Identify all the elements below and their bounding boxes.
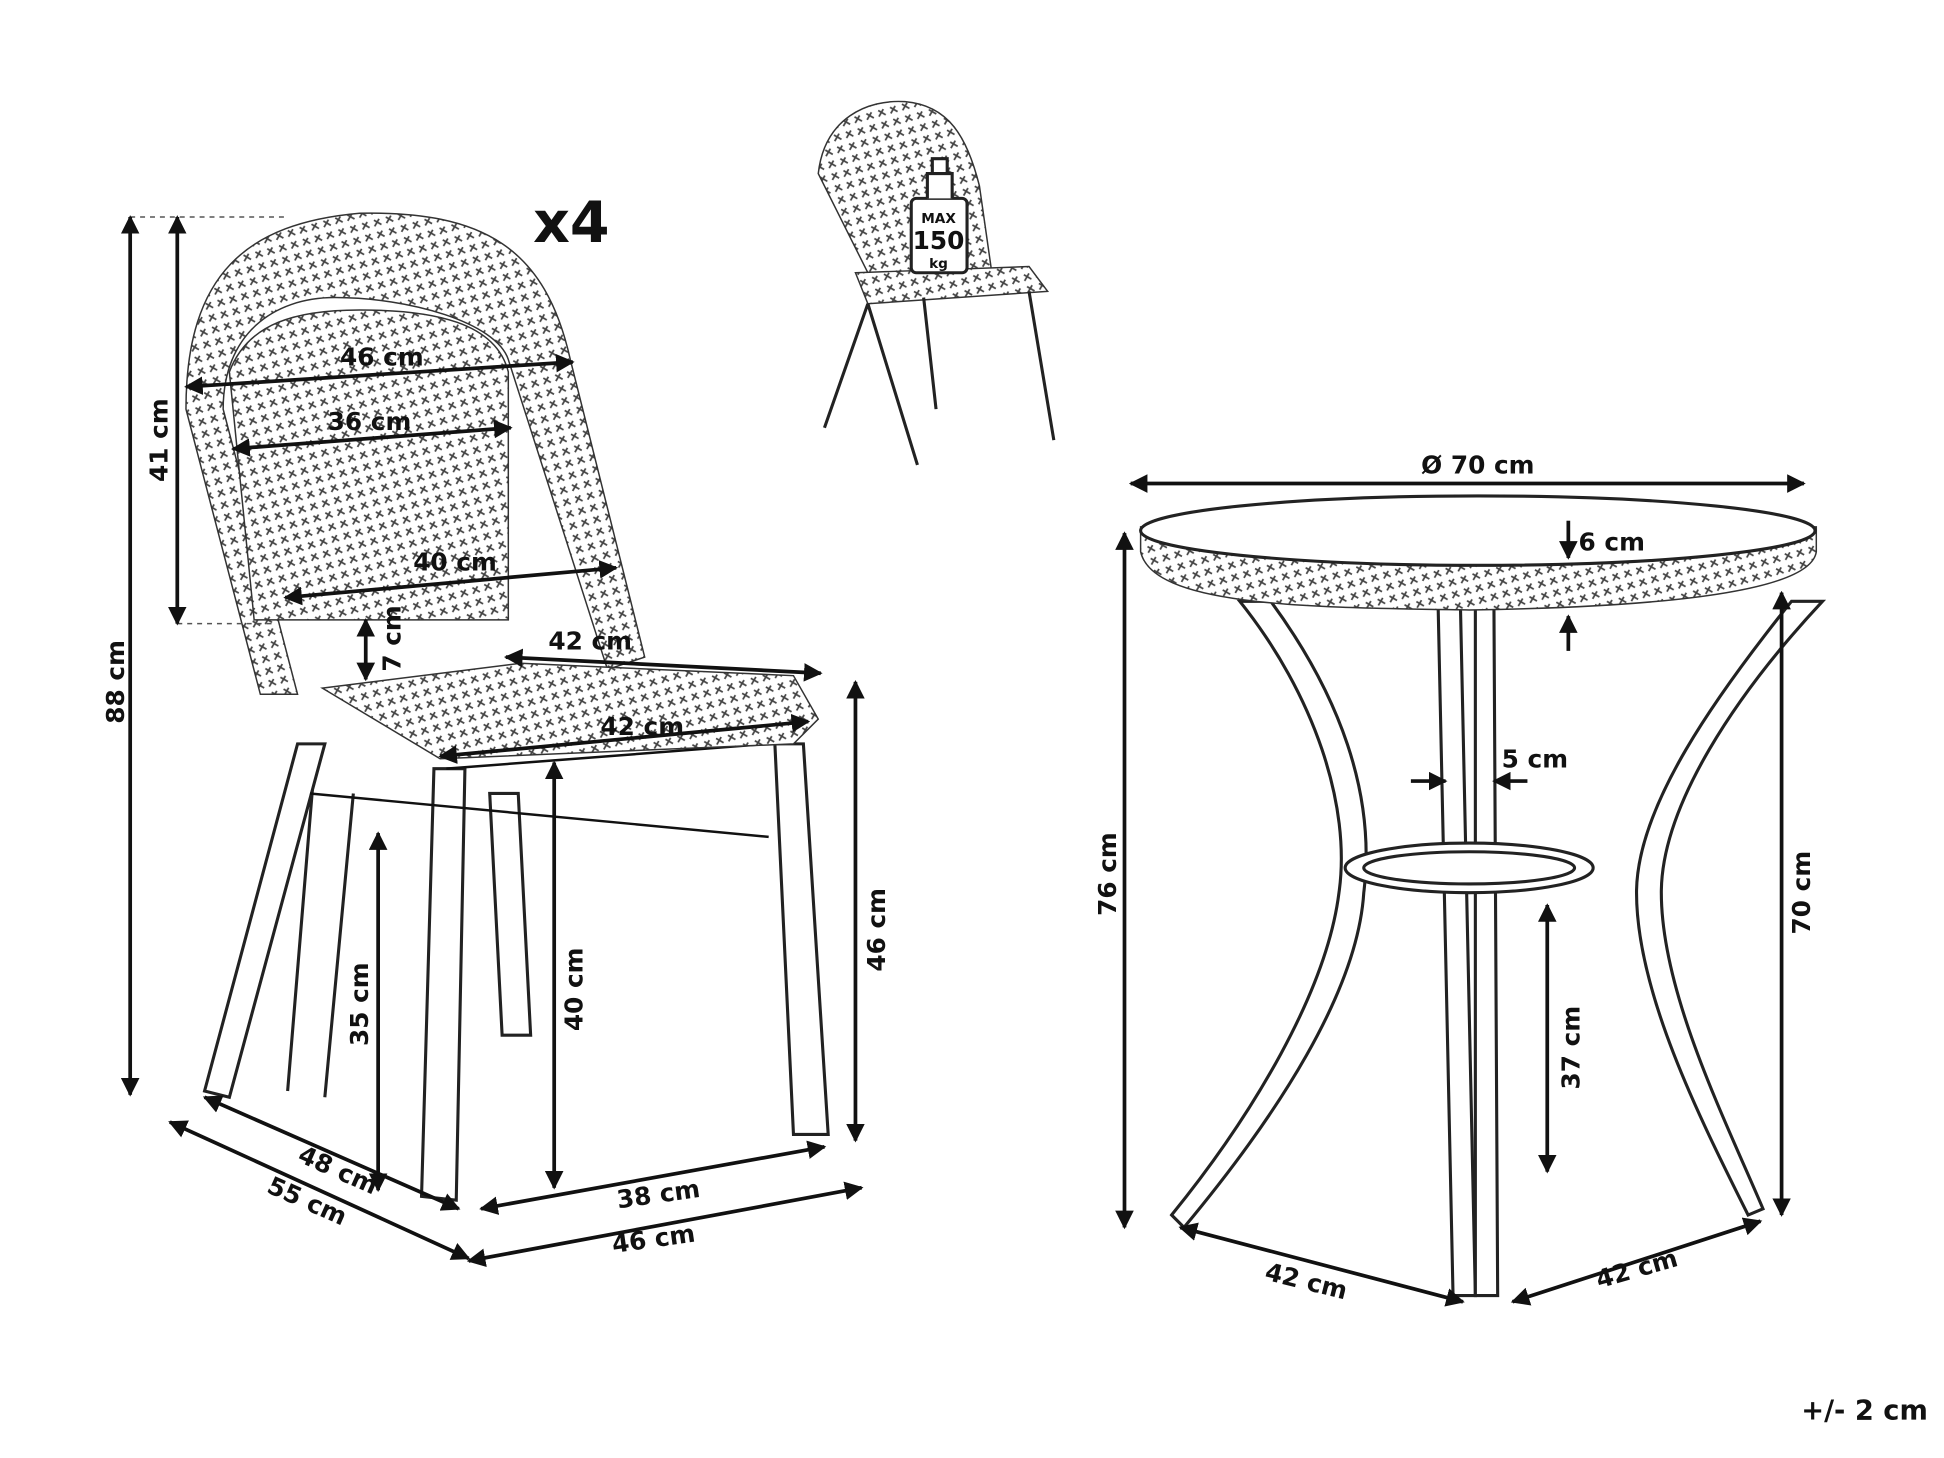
table-drawing (1139, 494, 1827, 1298)
table-leg-width: 5 cm (1502, 744, 1568, 773)
chair-stretcher-height: 35 cm (345, 962, 374, 1046)
chair-back-height: 41 cm (144, 398, 173, 482)
chair-back-outer-width: 46 cm (340, 343, 424, 372)
chair-back-inner-width: 36 cm (328, 407, 412, 436)
chair-base-width-inner: 38 cm (615, 1174, 702, 1214)
tolerance-note: +/- 2 cm (1801, 1396, 1928, 1427)
table-dimension-lines (1115, 474, 1806, 1307)
quantity-multiplier: x4 (533, 190, 609, 256)
table-total-height: 76 cm (1093, 832, 1122, 916)
chair-back-gap: 7 cm (377, 605, 406, 671)
chair-load-illustration (817, 100, 1056, 466)
table-diameter: Ø 70 cm (1421, 451, 1534, 480)
table-under-top-height: 70 cm (1787, 851, 1816, 935)
chair-seat-width: 42 cm (600, 712, 684, 741)
chair-back-lower-width: 40 cm (413, 547, 497, 576)
chair-base-width-outer: 46 cm (610, 1219, 697, 1259)
table-base-right: 42 cm (1592, 1243, 1680, 1294)
chair-total-height: 88 cm (101, 640, 130, 724)
table-base-left: 42 cm (1262, 1257, 1350, 1305)
load-badge-value: 150 (913, 226, 965, 255)
chair-dimension-lines (120, 215, 865, 1267)
chair-drawing (185, 212, 830, 1202)
chair-seat-depth: 42 cm (548, 627, 632, 656)
chair-seat-under-height: 40 cm (560, 948, 589, 1032)
table-ring-height: 37 cm (1557, 1006, 1586, 1090)
table-top-thickness: 6 cm (1579, 527, 1645, 556)
chair-seat-height: 46 cm (862, 888, 891, 972)
load-badge-unit: kg (929, 256, 948, 272)
load-badge-top: MAX (921, 211, 956, 227)
